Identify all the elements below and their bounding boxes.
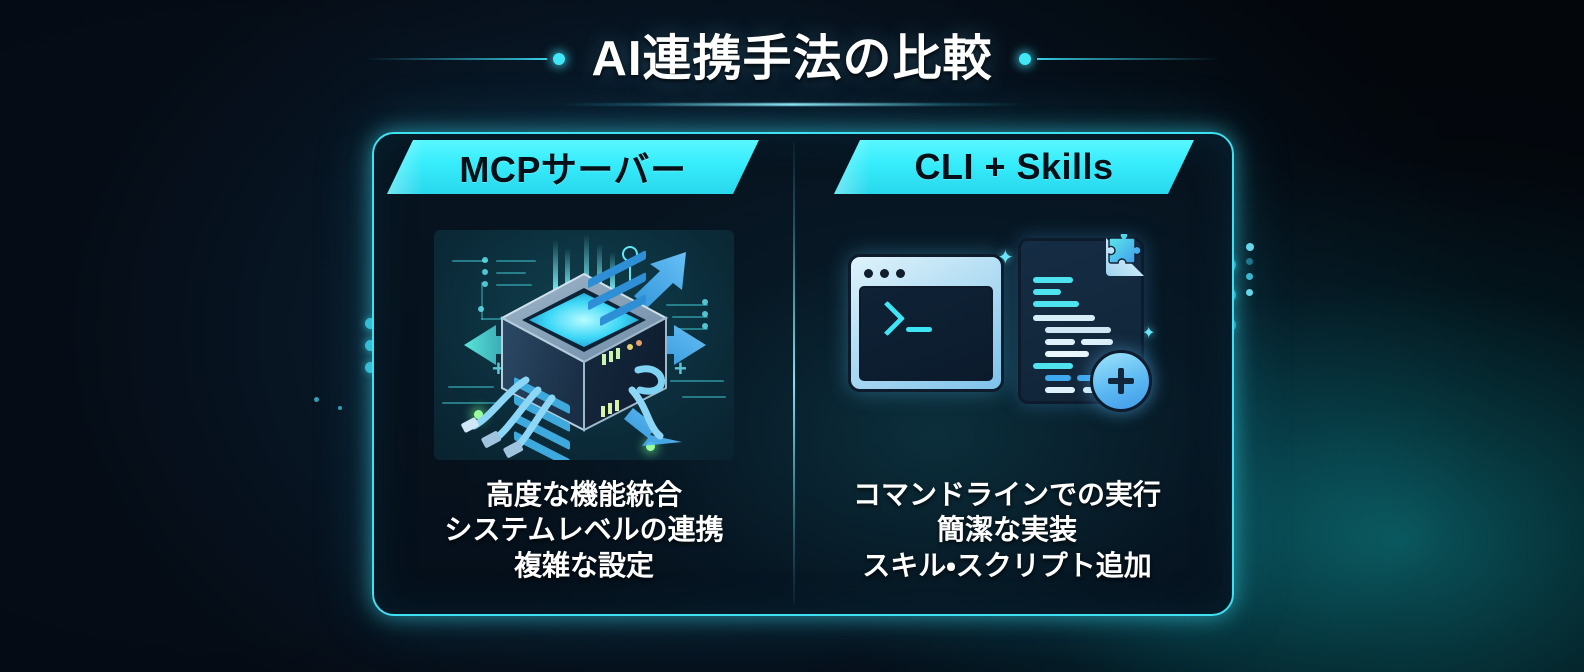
circuit-trace-icon [672, 316, 708, 318]
plus-circle-icon[interactable] [1090, 350, 1152, 412]
terminal-titlebar [858, 263, 994, 283]
point-text: 高度な機能統合 [485, 478, 682, 510]
window-dot-icon [864, 268, 873, 278]
banner-cli-skills-label: CLI + Skills [914, 146, 1114, 187]
title-left-deco-icon [365, 53, 566, 65]
page-title-row: AI連携手法の比較 [0, 26, 1584, 92]
page-title: AI連携手法の比較 [591, 31, 993, 86]
banner-cli-skills[interactable]: CLI + Skills [834, 140, 1194, 194]
circuit-node-icon [702, 323, 708, 329]
circuit-node-icon [478, 306, 484, 312]
glow-node-icon [646, 442, 655, 451]
point-text: コマンドラインでの実行 [852, 478, 1161, 510]
circuit-trace-icon [442, 402, 496, 404]
circuit-trace-icon [666, 304, 708, 306]
plus-deco-icon: + [674, 356, 687, 381]
vertical-divider [793, 142, 795, 604]
prompt-cursor-icon [906, 327, 932, 332]
point-text: スキル・スクリプト追加 [862, 550, 1152, 582]
deco-dot [314, 397, 319, 402]
cable-plug-icon [628, 386, 664, 440]
point-text: 複雑な設定 [513, 550, 654, 582]
title-underline [557, 103, 1027, 106]
puzzle-piece-icon [1108, 234, 1142, 264]
circuit-node-icon [482, 257, 488, 263]
deco-dot [1246, 273, 1253, 280]
banner-mcp[interactable]: MCPサーバー [387, 140, 759, 194]
deco-dot [365, 318, 376, 329]
point-text: システムレベルの連携 [444, 514, 724, 546]
arrow-right-icon [646, 325, 706, 365]
circuit-trace-icon [496, 260, 536, 262]
terminal-body [859, 286, 993, 381]
column-mcp-points: 高度な機能統合 システムレベルの連携 複雑な設定 [381, 477, 787, 584]
comparison-card: MCPサーバー CLI + Skills [372, 132, 1234, 616]
arrow-left-icon [464, 325, 526, 365]
circuit-trace-icon [682, 396, 726, 398]
deco-dot [1246, 258, 1253, 265]
circuit-node-icon [482, 281, 488, 287]
column-mcp: + + [381, 210, 787, 602]
circuit-trace-icon [678, 328, 708, 330]
title-right-deco-icon [1018, 53, 1219, 65]
deco-dot [1246, 243, 1254, 251]
prompt-caret-icon [869, 300, 906, 337]
server-rack-illustration: + + [434, 230, 734, 460]
banner-mcp-label: MCPサーバー [459, 149, 687, 190]
column-cli-skills: ✦ ✦ [804, 210, 1210, 602]
window-dot-icon [896, 268, 905, 278]
deco-dot [1246, 289, 1253, 296]
circuit-node-icon [482, 269, 488, 275]
circuit-node-icon [702, 299, 708, 305]
circuit-trace-icon [452, 260, 488, 262]
window-dot-icon [880, 268, 889, 278]
deco-dot [365, 340, 376, 351]
circuit-trace-icon [670, 380, 724, 382]
deco-dot [365, 362, 376, 373]
point-text: 簡潔な実装 [936, 514, 1077, 546]
circuit-trace-icon [481, 282, 483, 320]
sparkle-icon: ✦ [1142, 325, 1156, 342]
column-cli-skills-points: コマンドラインでの実行 簡潔な実装 スキル・スクリプト追加 [804, 477, 1210, 584]
deco-dot [338, 406, 342, 410]
isometric-server-icon [461, 250, 669, 460]
circuit-trace-icon [481, 318, 515, 320]
circuit-node-icon [702, 311, 708, 317]
terminal-window-icon[interactable] [848, 254, 1004, 392]
circuit-trace-icon [448, 386, 494, 388]
arrow-up-right-icon [634, 252, 686, 308]
circuit-trace-icon [496, 284, 532, 286]
circuit-trace-icon [496, 272, 526, 274]
glow-node-icon [474, 410, 483, 419]
cable-plug-icon [470, 376, 530, 430]
terminal-and-document-illustration: ✦ ✦ [842, 230, 1172, 415]
